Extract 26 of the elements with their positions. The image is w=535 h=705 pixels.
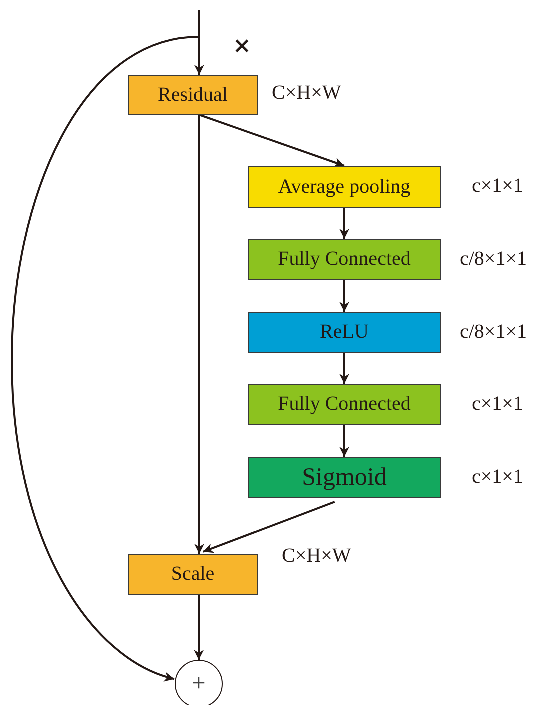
residual-block: Residual (128, 75, 258, 115)
arrow (203, 501, 336, 554)
dimension-label: c/8×1×1 (460, 321, 527, 344)
arrow (194, 115, 204, 554)
arrow (340, 280, 350, 312)
arrow (199, 114, 345, 168)
activation-block: ReLU (248, 312, 441, 353)
multiply-sign: × (233, 34, 252, 59)
arrow (194, 595, 204, 660)
dimension-label: c/8×1×1 (460, 248, 527, 271)
arrow (194, 10, 204, 75)
fc-block: Fully Connected (248, 384, 441, 425)
dimension-label: c×1×1 (472, 393, 524, 416)
sum-circle: + (175, 660, 223, 705)
dimension-label: C×H×W (282, 545, 352, 568)
pooling-block: Average pooling (248, 166, 441, 208)
arrow (340, 208, 350, 239)
dimension-label: C×H×W (272, 82, 342, 105)
scale-block: Scale (128, 554, 258, 595)
arrow (11, 36, 200, 681)
arrow (340, 425, 350, 457)
dimension-label: c×1×1 (472, 466, 524, 489)
arrow (340, 353, 350, 384)
dimension-label: c×1×1 (472, 175, 524, 198)
activation-block: Sigmoid (248, 457, 441, 498)
fc-block: Fully Connected (248, 239, 441, 280)
